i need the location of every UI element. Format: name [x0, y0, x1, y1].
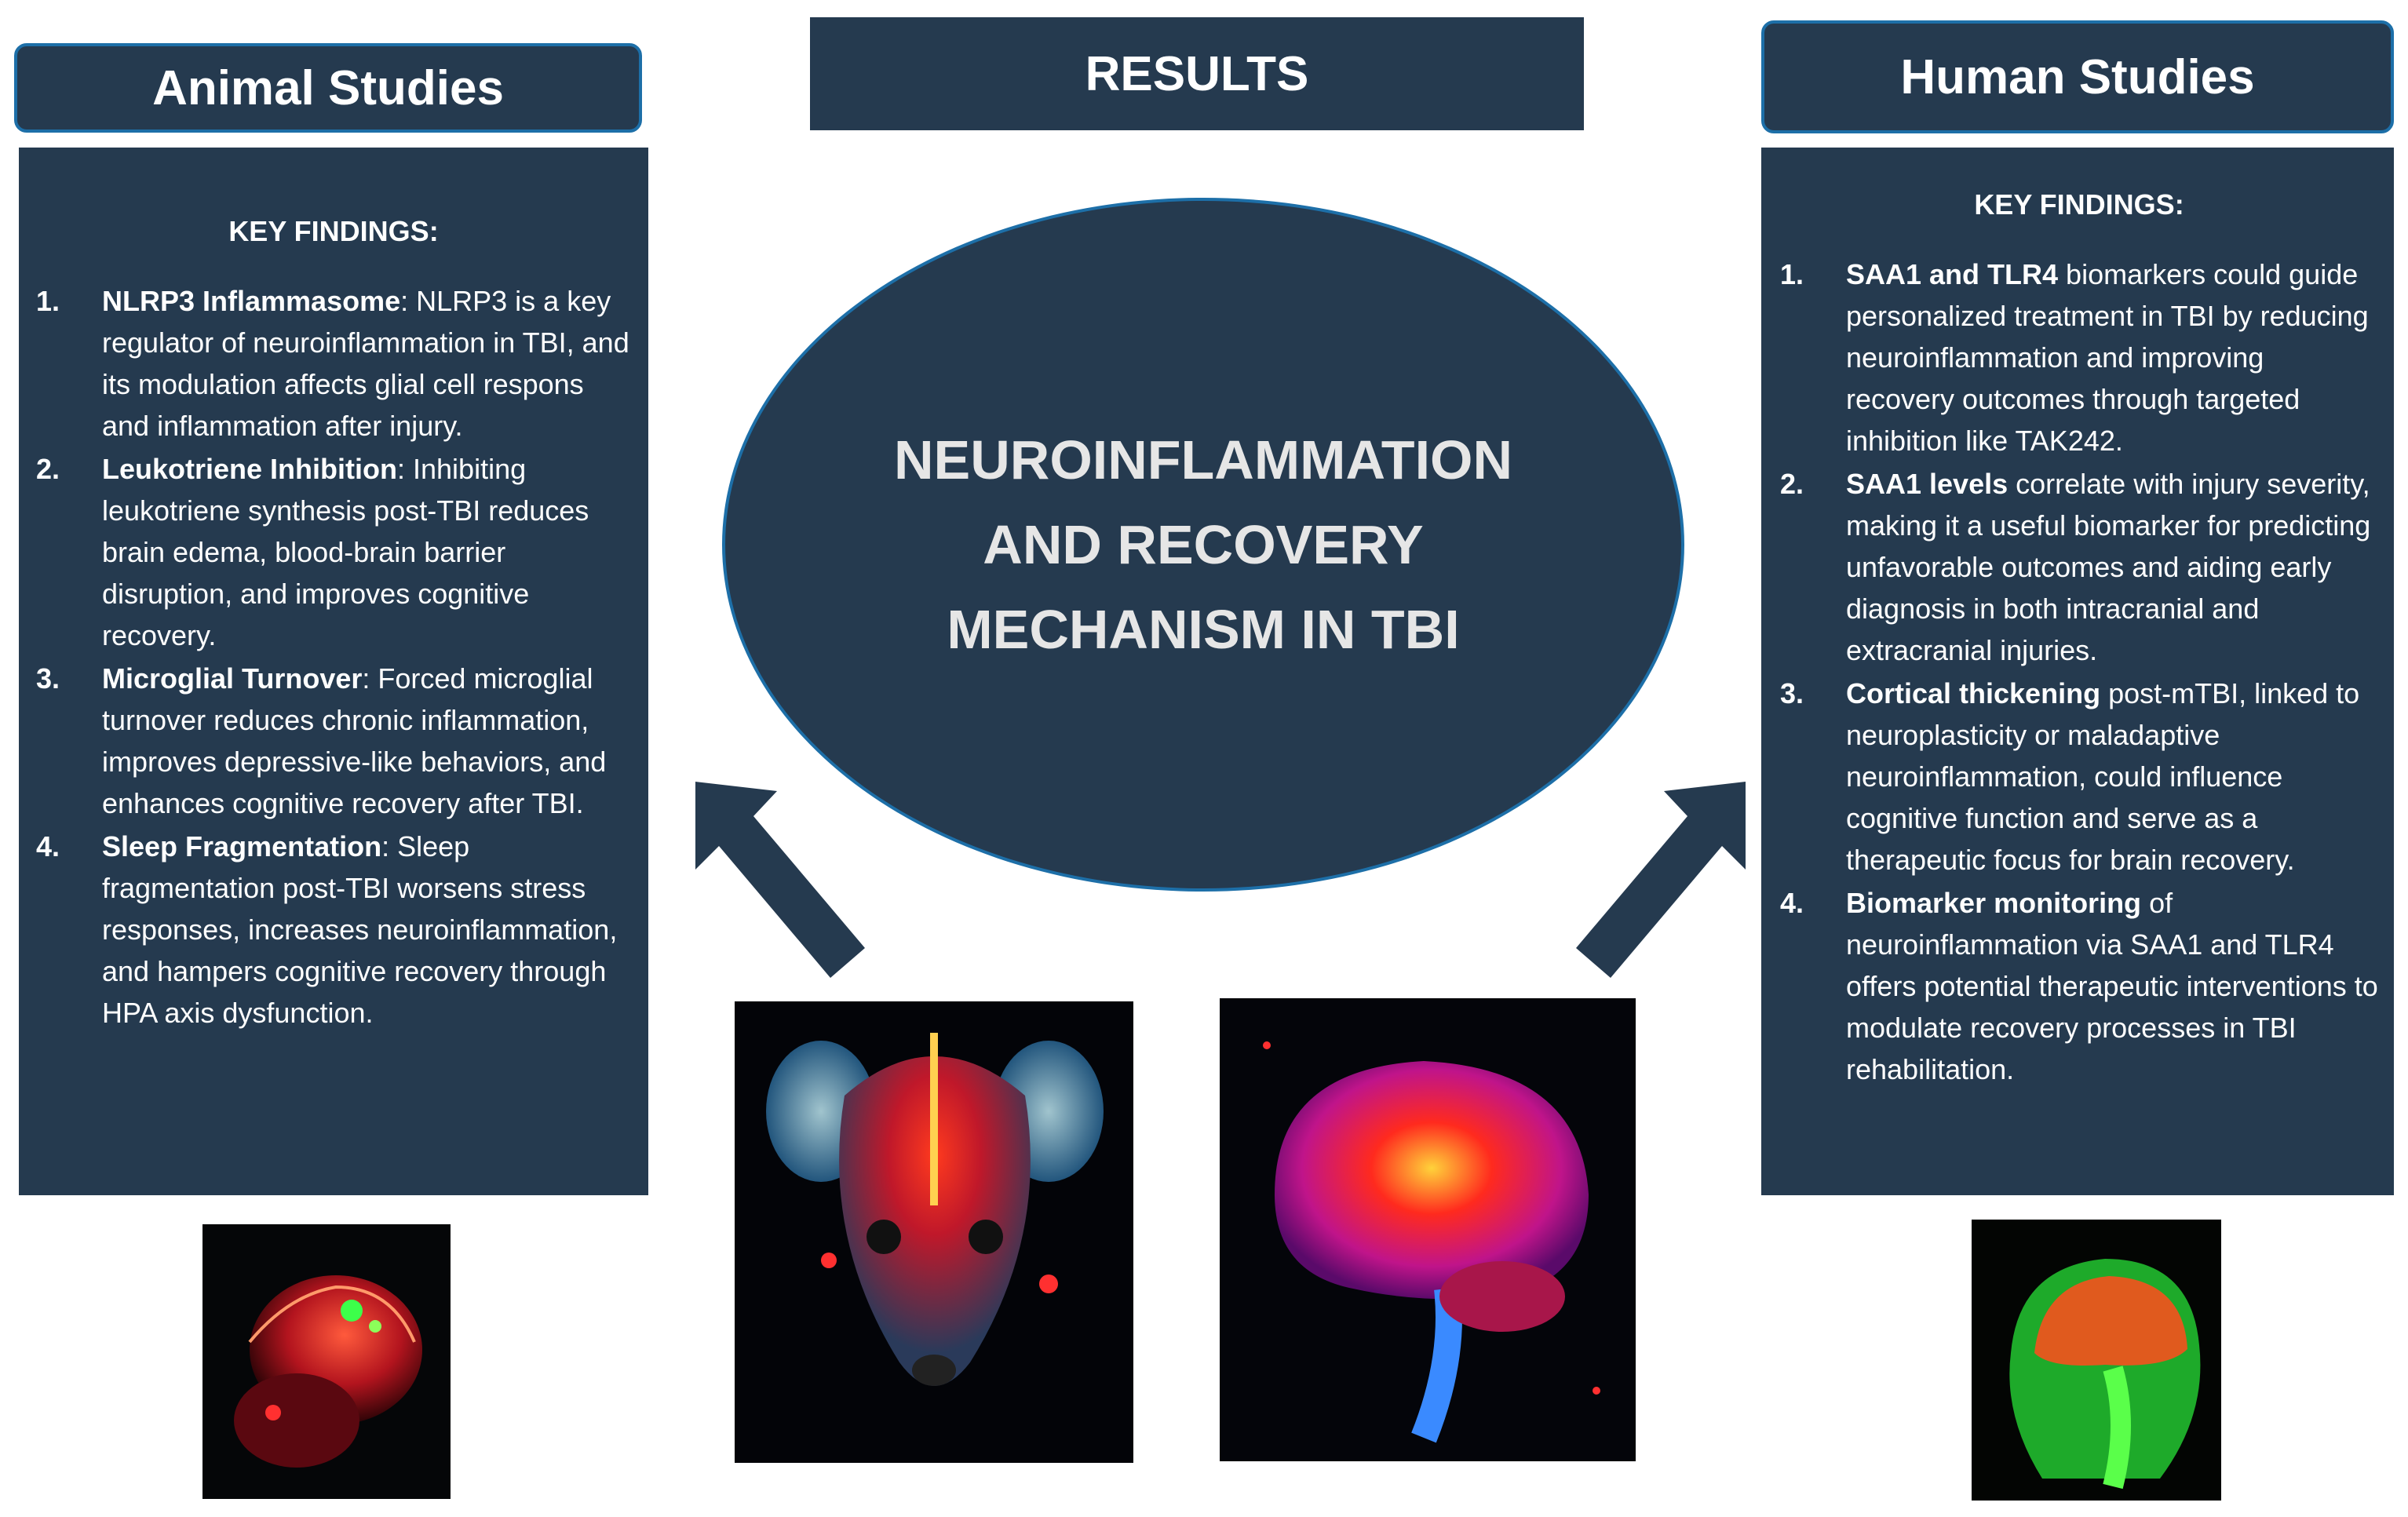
animal-studies-header: Animal Studies: [14, 43, 642, 133]
glowing-rat-head-icon: [735, 1001, 1133, 1463]
finding-text: of neuroinflammation via SAA1 and TLR4 o…: [1846, 887, 2378, 1085]
finding-number: 4.: [1780, 887, 1804, 919]
central-line: MECHANISM IN TBI: [947, 599, 1460, 660]
human-finding-item: 4. Biomarker monitoring of neuroinflammat…: [1780, 882, 2378, 1090]
finding-heading: SAA1 and TLR4: [1846, 258, 2059, 290]
results-title: RESULTS: [1085, 46, 1309, 101]
animal-finding-item: 4. Sleep Fragmentation: Sleep fragmentati…: [36, 826, 631, 1034]
human-head-brain-scan-icon: [1972, 1220, 2221, 1501]
human-studies-header: Human Studies: [1761, 20, 2394, 133]
central-concept-text: NEUROINFLAMMATION AND RECOVERY MECHANISM…: [894, 418, 1512, 672]
finding-heading: Leukotriene Inhibition: [102, 453, 397, 485]
head-scan-image: [1972, 1220, 2221, 1501]
small-mouse-image: [202, 1224, 451, 1499]
finding-number: 1.: [1780, 258, 1804, 290]
finding-number: 4.: [36, 830, 60, 862]
finding-text: : NLRP3 is a key regulator of neuroinfla…: [102, 285, 629, 442]
animal-studies-title: Animal Studies: [152, 60, 504, 115]
animal-finding-item: 1. NLRP3 Inflammasome: NLRP3 is a key reg…: [36, 280, 631, 447]
glowing-mouse-brain-icon: [202, 1224, 451, 1499]
human-findings-panel: KEY FINDINGS: 1. SAA1 and TLR4 biomarkers…: [1761, 148, 2394, 1195]
results-header: RESULTS: [810, 17, 1584, 130]
finding-number: 1.: [36, 285, 60, 317]
animal-findings-list: 1. NLRP3 Inflammasome: NLRP3 is a key reg…: [36, 280, 631, 1034]
human-key-findings-title: KEY FINDINGS:: [1974, 188, 2184, 221]
finding-number: 3.: [36, 662, 60, 695]
human-findings-list: 1. SAA1 and TLR4 biomarkers could guide p…: [1780, 253, 2378, 1090]
finding-number: 3.: [1780, 677, 1804, 709]
finding-number: 2.: [36, 453, 60, 485]
central-line: NEUROINFLAMMATION: [893, 429, 1513, 490]
animal-findings-panel: KEY FINDINGS: 1. NLRP3 Inflammasome: NLRP…: [19, 148, 648, 1195]
finding-text: : Sleep fragmentation post-TBI worsens s…: [102, 830, 618, 1029]
human-finding-item: 2. SAA1 levels correlate with injury seve…: [1780, 463, 2378, 671]
finding-heading: Sleep Fragmentation: [102, 830, 382, 862]
finding-text: : Forced microglial turnover reduces chr…: [102, 662, 607, 819]
human-finding-item: 1. SAA1 and TLR4 biomarkers could guide p…: [1780, 253, 2378, 461]
human-studies-title: Human Studies: [1900, 49, 2255, 104]
glowing-human-brain-icon: [1220, 998, 1636, 1461]
finding-heading: Cortical thickening: [1846, 677, 2101, 709]
finding-text: correlate with injury severity, making i…: [1846, 468, 2371, 666]
finding-number: 2.: [1780, 468, 1804, 500]
large-mouse-image: [735, 1001, 1133, 1463]
human-brain-image: [1220, 998, 1636, 1461]
left-up-arrow: [695, 782, 865, 978]
finding-heading: Biomarker monitoring: [1846, 887, 2142, 919]
central-line: AND RECOVERY: [983, 514, 1424, 575]
finding-text: biomarkers could guide personalized trea…: [1846, 258, 2369, 457]
animal-finding-item: 2. Leukotriene Inhibition: Inhibiting leu…: [36, 448, 631, 656]
finding-heading: NLRP3 Inflammasome: [102, 285, 401, 317]
central-concept-ellipse: NEUROINFLAMMATION AND RECOVERY MECHANISM…: [722, 198, 1684, 892]
finding-text: : Inhibiting leukotriene synthesis post-…: [102, 453, 589, 651]
animal-key-findings-title: KEY FINDINGS:: [228, 215, 439, 247]
finding-heading: Microglial Turnover: [102, 662, 363, 695]
animal-finding-item: 3. Microglial Turnover: Forced microglial…: [36, 658, 631, 824]
right-up-arrow: [1576, 782, 1746, 978]
finding-text: post-mTBI, linked to neuroplasticity or …: [1846, 677, 2360, 876]
human-finding-item: 3. Cortical thickening post-mTBI, linked …: [1780, 673, 2378, 881]
finding-heading: SAA1 levels: [1846, 468, 2008, 500]
